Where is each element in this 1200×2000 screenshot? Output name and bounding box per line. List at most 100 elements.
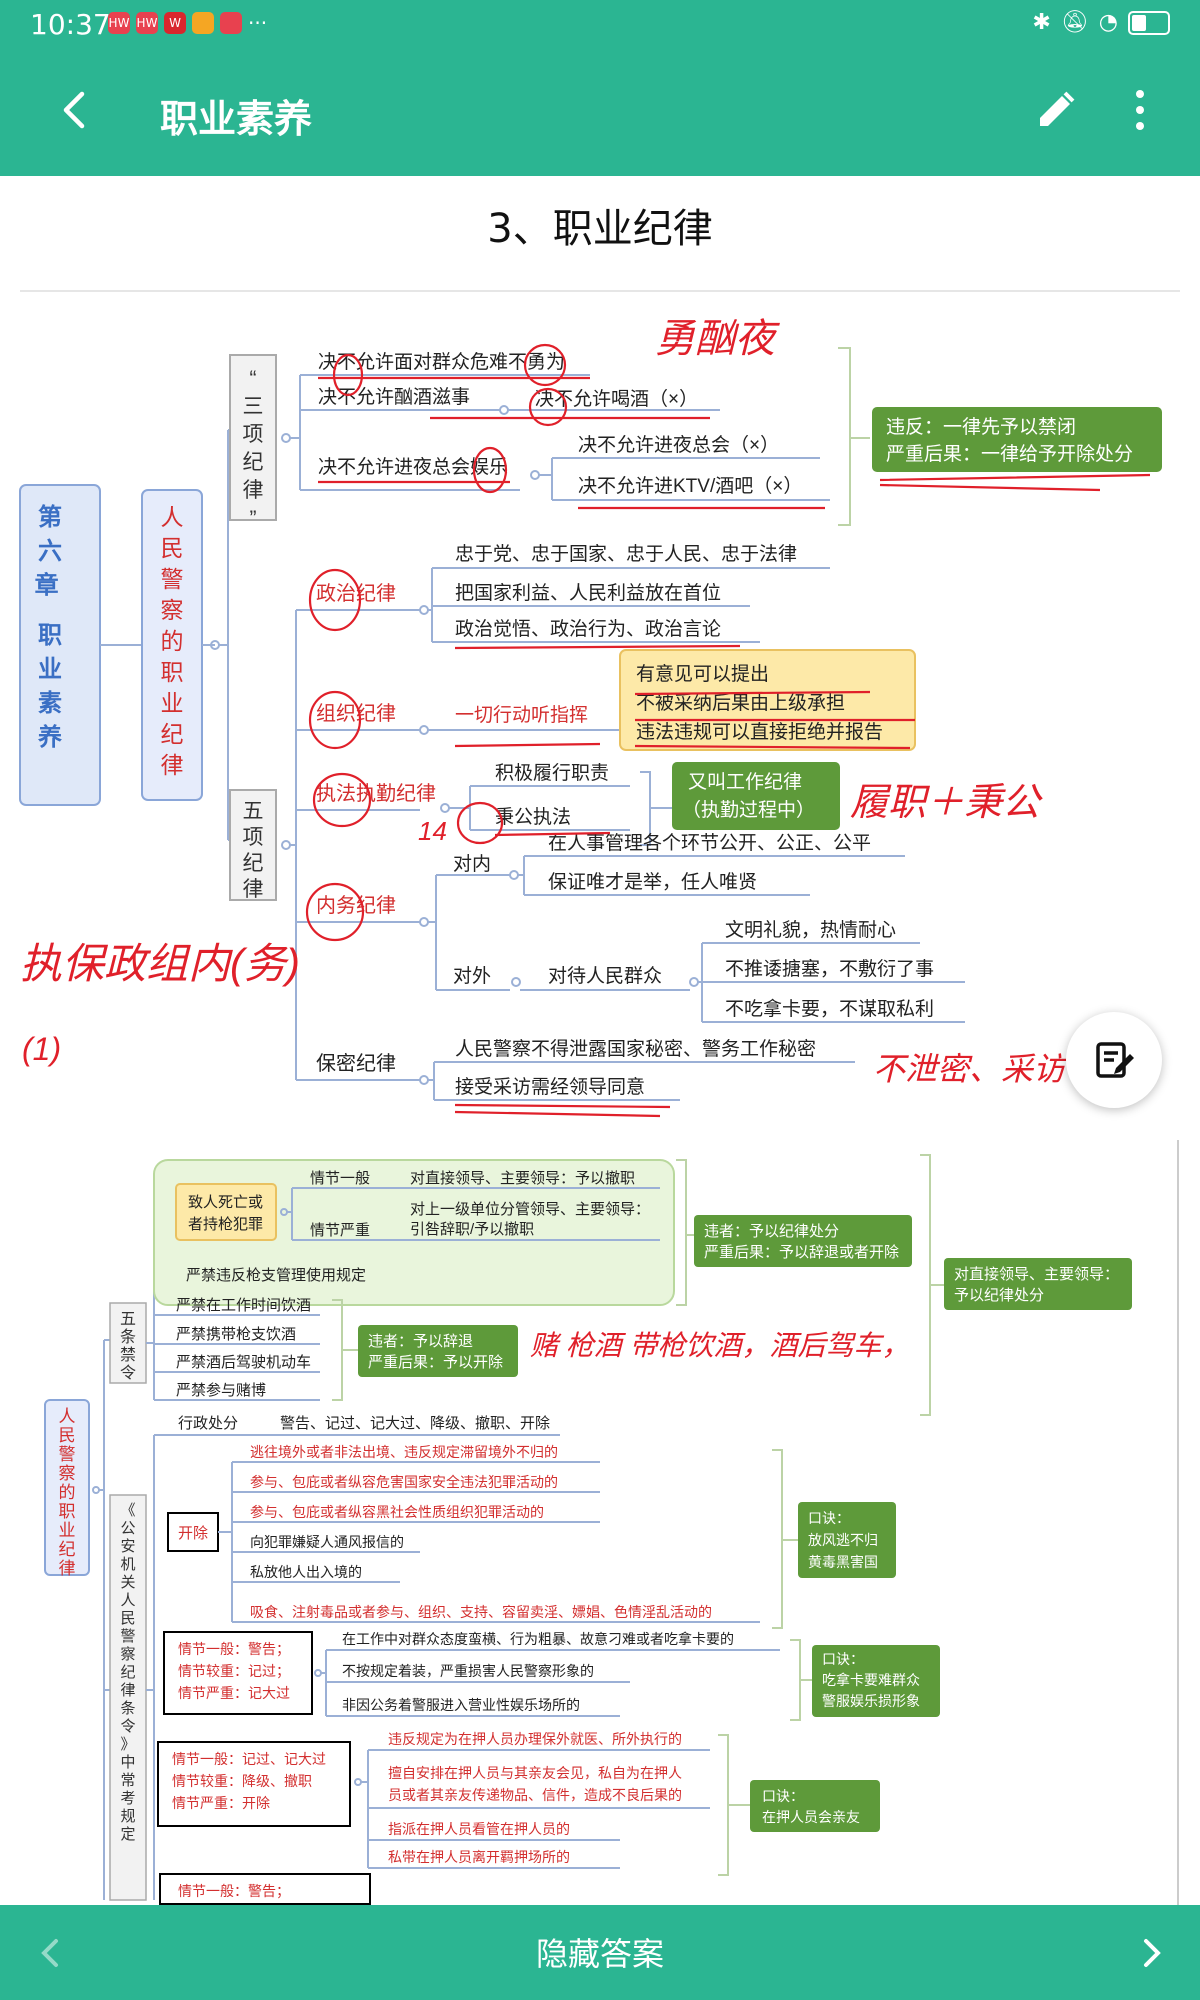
previous-icon[interactable] bbox=[34, 1935, 66, 1971]
admin-label: 行政处分 bbox=[178, 1415, 238, 1432]
expel-item-1: 逃往境外或者非法出境、违反规定滞留境外不归的 bbox=[250, 1444, 558, 1460]
back-icon[interactable] bbox=[52, 86, 100, 134]
grade2-item-5: 私带在押人员离开羁押场所的 bbox=[388, 1849, 570, 1865]
three-note-box bbox=[872, 407, 1162, 472]
mindmap-figure: 第六章 职业素养 人民警察的职业纪律 “三项纪律” 决不允许面对群众危难不勇为 … bbox=[19, 317, 1179, 1905]
five-item-internal: 内务纪律 bbox=[316, 894, 396, 917]
expel-tip-3: 黄毒黑害国 bbox=[808, 1554, 878, 1570]
grade2-box bbox=[157, 1741, 351, 1827]
case-title-2: 者持枪犯罪 bbox=[188, 1216, 263, 1233]
internal-out-item-3: 不吃拿卡要，不谋取私利 bbox=[725, 997, 934, 1020]
political-item-2: 把国家利益、人民利益放在首位 bbox=[455, 582, 721, 604]
regulation-text: 《公安机关人民警察纪律条令》中常考规定 bbox=[120, 1502, 135, 1843]
grade1-tip-3: 警服娱乐损形象 bbox=[822, 1693, 920, 1709]
five-item-organization: 组织纪律 bbox=[316, 702, 396, 725]
gun-note-box bbox=[694, 1215, 912, 1267]
next-icon[interactable] bbox=[1136, 1935, 1168, 1971]
more-options-icon[interactable] bbox=[1126, 86, 1154, 134]
battery-fill bbox=[1132, 14, 1146, 31]
enforcement-note-box bbox=[672, 762, 840, 830]
grade1-3: 情节严重：记大过 bbox=[178, 1685, 290, 1701]
expel-item-5: 私放他人出入境的 bbox=[250, 1564, 362, 1580]
notification-icon bbox=[220, 12, 242, 34]
gun-note-1: 违者：予以纪律处分 bbox=[704, 1223, 839, 1240]
expel-item-4: 向犯罪嫌疑人通风报信的 bbox=[250, 1534, 404, 1550]
note-edit-icon bbox=[1096, 1042, 1134, 1078]
ban-2: 严禁携带枪支饮酒 bbox=[176, 1326, 296, 1343]
regulation-box bbox=[109, 1494, 147, 1901]
grade1-item-1: 在工作中对群众态度蛮横、行为粗暴、故意刁难或者吃拿卡要的 bbox=[342, 1631, 734, 1647]
organization-note-3: 违法违规可以直接拒绝并报告 bbox=[636, 721, 883, 743]
secret-item-1: 人民警察不得泄露国家秘密、警务工作秘密 bbox=[455, 1038, 816, 1060]
internal-out-mid: 对待人民群众 bbox=[548, 965, 662, 987]
ban-note-2: 严重后果：予以开除 bbox=[368, 1354, 503, 1371]
case-serious: 情节严重 bbox=[310, 1222, 370, 1239]
note-edit-button[interactable] bbox=[1066, 1012, 1162, 1108]
ban-3: 严禁酒后驾驶机动车 bbox=[176, 1354, 311, 1371]
three-sub-3: 决不允许进KTV/酒吧（×） bbox=[578, 475, 802, 497]
map1-root-text: 第六章 职业素养 bbox=[35, 503, 66, 751]
grade1-tip-box bbox=[812, 1645, 940, 1717]
grade1-tip-2: 吃拿卡要难群众 bbox=[822, 1672, 920, 1688]
grade2-tip-1: 口诀： bbox=[762, 1788, 804, 1804]
internal-out-item-2: 不推诿搪塞，不敷衍了事 bbox=[725, 958, 934, 980]
handwriting-duty: 履职＋秉公 bbox=[850, 782, 1043, 824]
internal-out: 对外 bbox=[453, 965, 491, 987]
organization-item: 一切行动听指挥 bbox=[455, 704, 588, 726]
handwriting-brave: 勇酗夜 bbox=[655, 317, 780, 361]
grade2-item-2: 擅自安排在押人员与其亲友会见，私自为在押人 bbox=[388, 1765, 682, 1781]
map1-three-text: “三项纪律” bbox=[243, 367, 264, 530]
hide-answer-button[interactable]: 隐藏答案 bbox=[535, 1935, 664, 1973]
case-general: 情节一般 bbox=[310, 1170, 370, 1187]
expel-label: 开除 bbox=[178, 1525, 208, 1542]
grade2-item-3: 员或者其亲友传递物品、信件，造成不良后果的 bbox=[388, 1787, 682, 1803]
handwriting-14: 14 bbox=[418, 816, 447, 846]
case-general-result: 对直接领导、主要领导：予以撤职 bbox=[410, 1170, 635, 1187]
expel-tip-box bbox=[798, 1502, 896, 1578]
grade1-box bbox=[163, 1631, 313, 1715]
gun-note-2: 严重后果：予以辞退或者开除 bbox=[704, 1244, 899, 1261]
admin-items: 警告、记过、记大过、降级、撤职、开除 bbox=[280, 1415, 550, 1432]
grade2-item-1: 违反规定为在押人员办理保外就医、所外执行的 bbox=[388, 1731, 682, 1747]
ban-note-1: 违者：予以辞退 bbox=[368, 1333, 473, 1350]
bottom-bar: 隐藏答案 bbox=[0, 1905, 1200, 2000]
handwriting-order-mark: (1) bbox=[22, 1031, 61, 1067]
map1-five-text: 五项纪律 bbox=[243, 800, 264, 901]
three-sub-2: 决不允许进夜总会（×） bbox=[578, 434, 779, 456]
secret-item-2: 接受采访需经领导同意 bbox=[455, 1076, 645, 1098]
three-sub-1: 决不允许喝酒（×） bbox=[535, 388, 698, 410]
gun-mgmt: 严禁违反枪支管理使用规定 bbox=[186, 1267, 366, 1284]
map2-root-box bbox=[44, 1399, 90, 1576]
notification-icon bbox=[192, 12, 214, 34]
edit-icon[interactable] bbox=[1034, 88, 1078, 132]
bluetooth-icon: ✱ bbox=[1032, 10, 1051, 35]
map2-bans-text: 五条禁令 bbox=[120, 1311, 136, 1382]
handwriting-five-bans: 赌 枪酒 带枪饮酒，酒后驾车， bbox=[530, 1330, 910, 1361]
organization-note-2: 不被采纳后果由上级承担 bbox=[636, 692, 845, 714]
divider bbox=[20, 290, 1180, 292]
grade2-1: 情节一般：记过、记大过 bbox=[172, 1751, 326, 1767]
organization-note-1: 有意见可以提出 bbox=[636, 663, 769, 685]
leader-note-box bbox=[944, 1258, 1132, 1310]
three-note-2: 严重后果：一律给予开除处分 bbox=[886, 443, 1133, 465]
ban-4: 严禁参与赌博 bbox=[176, 1382, 266, 1399]
grade2-tip-box bbox=[750, 1780, 880, 1832]
grade1-1: 情节一般：警告； bbox=[178, 1641, 290, 1658]
enforcement-item-2: 秉公执法 bbox=[495, 806, 571, 828]
notification-icons: HW HW W ··· bbox=[108, 12, 267, 34]
three-item-2: 决不允许酗酒滋事 bbox=[318, 386, 470, 408]
three-note-1: 违反：一律先予以禁闭 bbox=[886, 416, 1076, 438]
case-box bbox=[175, 1183, 277, 1241]
ban-note-box bbox=[358, 1325, 518, 1377]
internal-out-item-1: 文明礼貌，热情耐心 bbox=[725, 919, 896, 941]
grade1-2: 情节较重：记过； bbox=[178, 1663, 290, 1680]
grade1-tip-1: 口诀： bbox=[822, 1651, 864, 1667]
internal-in-item-2: 保证唯才是举，任人唯贤 bbox=[548, 871, 757, 893]
grade1-item-3: 非因公务着警服进入营业性娱乐场所的 bbox=[342, 1697, 580, 1713]
overflow-icon: ··· bbox=[248, 11, 268, 35]
map1-five-box bbox=[229, 789, 277, 901]
case-title-1: 致人死亡或 bbox=[188, 1194, 263, 1211]
five-item-enforcement: 执法执勤纪律 bbox=[316, 782, 436, 805]
organization-note-box bbox=[619, 649, 916, 751]
five-item-secret: 保密纪律 bbox=[316, 1052, 396, 1075]
